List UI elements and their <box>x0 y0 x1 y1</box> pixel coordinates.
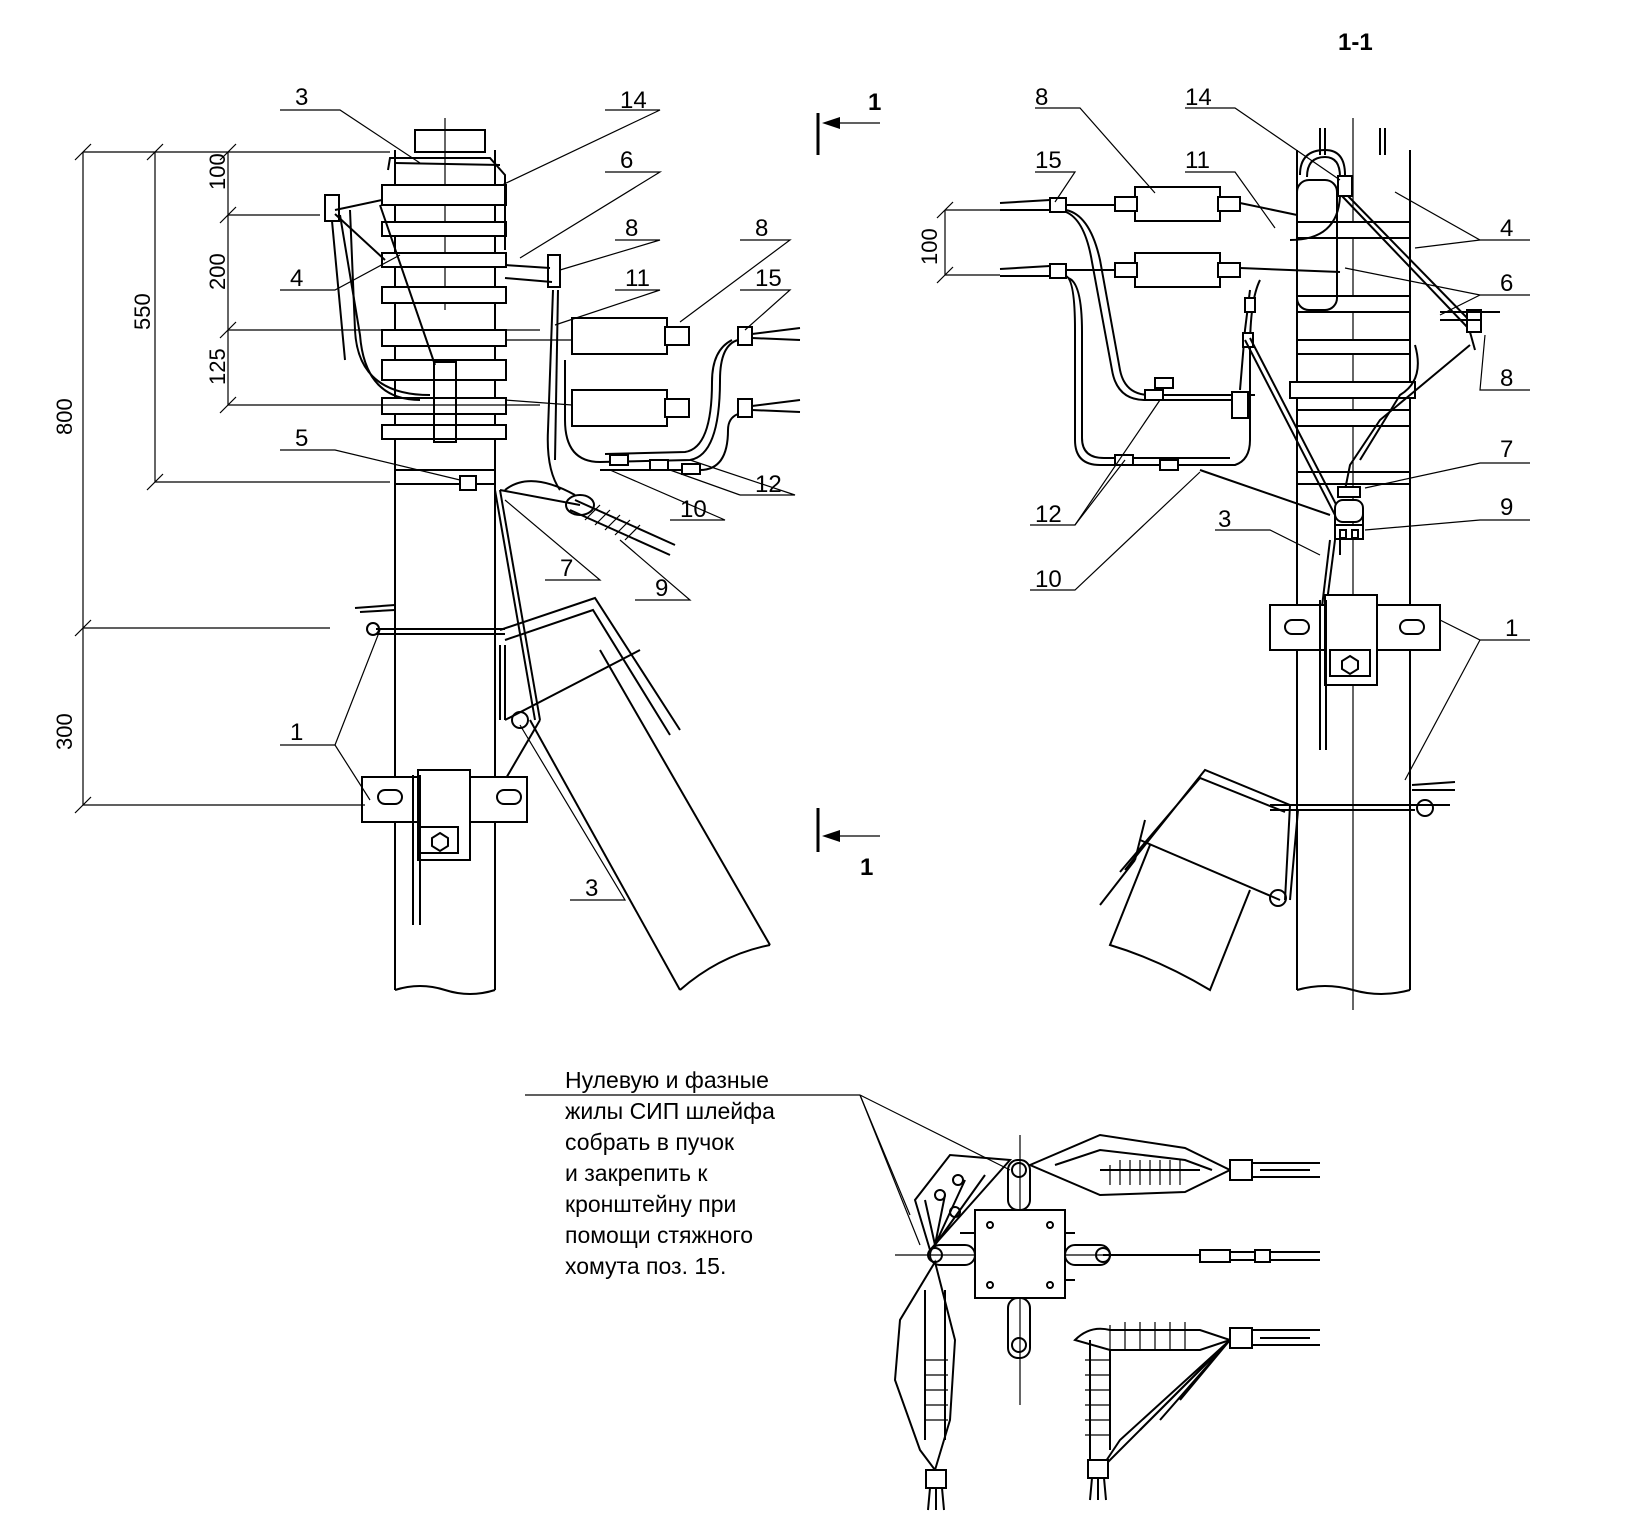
left-label-12: 12 <box>755 471 782 498</box>
left-leaders <box>280 109 796 901</box>
right-label-9: 9 <box>1500 494 1513 521</box>
right-dimensions: 100 <box>917 201 1000 284</box>
dim-200-left: 200 <box>205 253 230 290</box>
left-lower-bracket <box>354 489 771 991</box>
right-leaders <box>1030 107 1530 781</box>
right-top-bracket <box>1199 148 1500 516</box>
left-label-8-a: 8 <box>625 215 638 242</box>
left-anchor-clamps <box>504 317 801 475</box>
left-dimensions: 100 200 125 550 800 300 <box>52 143 540 814</box>
left-upper-bracket <box>324 157 561 491</box>
right-label-10: 10 <box>1035 566 1062 593</box>
left-label-10: 10 <box>680 496 707 523</box>
right-pole <box>1289 118 1416 1010</box>
right-labels: 8 14 15 11 4 6 8 7 9 12 3 10 1 <box>1035 84 1518 642</box>
right-label-3: 3 <box>1218 506 1231 533</box>
right-label-8-right: 8 <box>1500 365 1513 392</box>
dim-100-right: 100 <box>917 228 942 265</box>
left-label-5: 5 <box>295 425 308 452</box>
right-label-14: 14 <box>1185 84 1212 111</box>
left-label-15: 15 <box>755 265 782 292</box>
note-line-7: хомута поз. 15. <box>565 1253 727 1279</box>
section-title: 1-1 <box>1338 29 1373 56</box>
bundle-detail <box>525 1094 1320 1511</box>
dim-800: 800 <box>52 398 77 435</box>
note-line-4: и закрепить к <box>565 1160 708 1186</box>
right-label-12: 12 <box>1035 501 1062 528</box>
left-labels: 3 14 6 8 11 8 15 4 5 12 10 7 9 1 3 <box>290 84 782 902</box>
right-view: 100 8 14 15 11 4 6 <box>917 84 1530 1010</box>
left-view: 100 200 125 550 800 300 <box>52 84 801 995</box>
dim-300: 300 <box>52 713 77 750</box>
left-label-6: 6 <box>620 147 633 174</box>
left-label-8-b: 8 <box>755 215 768 242</box>
note-line-3: собрать в пучок <box>565 1129 735 1155</box>
left-label-4: 4 <box>290 265 303 292</box>
right-label-11: 11 <box>1185 147 1210 174</box>
left-label-1: 1 <box>290 719 303 746</box>
right-anchor-clamps <box>999 186 1341 471</box>
dim-550: 550 <box>130 293 155 330</box>
left-insulator <box>459 475 676 556</box>
note-line-1: Нулевую и фазные <box>565 1067 769 1093</box>
right-lower-bracket <box>1099 594 1456 992</box>
right-label-8-top: 8 <box>1035 84 1048 111</box>
section-mark-top: 1 <box>868 89 881 116</box>
section-marks: 1 1 1-1 <box>816 29 1373 881</box>
note-line-5: кронштейну при <box>565 1191 737 1217</box>
section-mark-bottom: 1 <box>860 854 873 881</box>
left-label-3-top: 3 <box>295 84 308 111</box>
right-label-6: 6 <box>1500 270 1513 297</box>
right-label-1: 1 <box>1505 615 1518 642</box>
left-label-7: 7 <box>560 555 573 582</box>
left-pole <box>381 118 507 995</box>
right-label-7: 7 <box>1500 436 1513 463</box>
left-label-11: 11 <box>625 265 650 292</box>
note-line-2: жилы СИП шлейфа <box>565 1098 775 1124</box>
note-line-6: помощи стяжного <box>565 1222 754 1248</box>
dim-100-left: 100 <box>205 153 230 190</box>
left-label-9: 9 <box>655 575 668 602</box>
dim-125-left: 125 <box>205 348 230 385</box>
right-label-4: 4 <box>1500 215 1513 242</box>
left-label-3-bottom: 3 <box>585 875 598 902</box>
bundle-note: Нулевую и фазные жилы СИП шлейфа собрать… <box>565 1065 865 1282</box>
right-label-15: 15 <box>1035 147 1062 174</box>
left-label-14: 14 <box>620 87 647 114</box>
